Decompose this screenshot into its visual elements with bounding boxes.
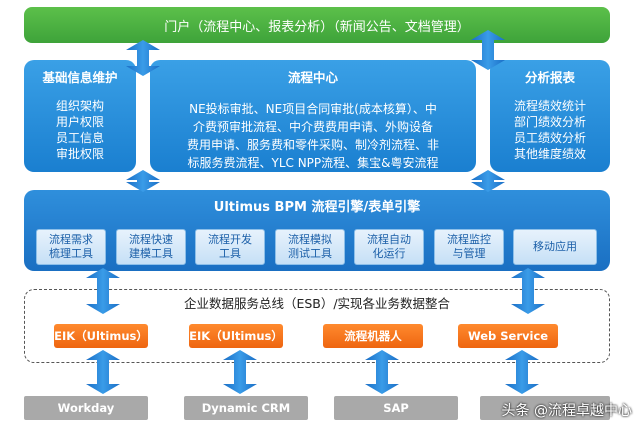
portal-label: 门户（流程中心、报表分析）（新闻公告、文档管理） xyxy=(164,19,470,35)
basic-info-line: 用户权限 xyxy=(55,115,104,129)
double-arrow-icon xyxy=(86,268,120,314)
adapter-process-robot: 流程机器人 xyxy=(323,324,423,348)
double-arrow-icon xyxy=(505,350,539,394)
adapter-eik-2: EIK（Ultimus） xyxy=(189,324,283,348)
double-arrow-icon xyxy=(126,40,160,76)
analysis-report-title: 分析报表 xyxy=(524,70,575,85)
basic-info-panel: 基础信息维护 组织架构 用户权限 员工信息 审批权限 xyxy=(24,60,136,172)
analysis-report-line: 部门绩效分析 xyxy=(513,115,586,129)
process-center-title: 流程中心 xyxy=(287,70,338,85)
process-center-line: NE投标审批、NE项目合同审批(成本核算）、中 xyxy=(189,102,437,116)
analysis-report-line: 员工绩效分析 xyxy=(513,131,586,145)
tool-development: 流程开发工具 xyxy=(195,229,265,265)
adapter-web-service: Web Service xyxy=(458,324,558,348)
analysis-report-panel: 分析报表 流程绩效统计 部门绩效分析 员工绩效分析 其他维度绩效 xyxy=(490,60,610,172)
tool-monitoring: 流程监控与管理 xyxy=(434,229,504,265)
system-dynamic-crm: Dynamic CRM xyxy=(184,396,308,420)
double-arrow-icon xyxy=(126,170,160,192)
esb-title: 企业数据服务总线（ESB）/实现各业务数据整合 xyxy=(183,296,451,311)
adapter-eik-1: EIK（Ultimus） xyxy=(54,324,148,348)
double-arrow-icon xyxy=(511,268,545,314)
tool-rapid-modeling: 流程快速建模工具 xyxy=(116,229,186,265)
double-arrow-icon xyxy=(365,350,399,394)
system-workday: Workday xyxy=(24,396,148,420)
double-arrow-icon xyxy=(471,30,505,70)
portal-bar: 门户（流程中心、报表分析）（新闻公告、文档管理） xyxy=(24,7,610,43)
analysis-report-line: 流程绩效统计 xyxy=(513,99,586,113)
esb-box xyxy=(24,289,610,363)
basic-info-title: 基础信息维护 xyxy=(42,70,118,85)
analysis-report-line: 其他维度绩效 xyxy=(513,147,586,161)
process-center-line: 标服务费流程、YLC NPP流程、集宝&粤安流程 xyxy=(187,156,439,170)
process-center-line: 费用申请、服务费和零件采购、制冷剂流程、非 xyxy=(186,138,439,152)
tool-requirements: 流程需求梳理工具 xyxy=(36,229,106,265)
double-arrow-icon xyxy=(223,350,257,394)
double-arrow-icon xyxy=(86,350,120,394)
bpm-engine-title: Ultimus BPM 流程引擎/表单引擎 xyxy=(213,200,421,215)
tool-simulation: 流程模拟测试工具 xyxy=(275,229,345,265)
process-center-panel: 流程中心 NE投标审批、NE项目合同审批(成本核算）、中 介费预审批流程、中介费… xyxy=(150,60,476,172)
basic-info-line: 组织架构 xyxy=(55,99,104,113)
basic-info-line: 员工信息 xyxy=(55,131,104,145)
system-sap: SAP xyxy=(334,396,458,420)
basic-info-line: 审批权限 xyxy=(55,147,104,161)
tool-mobile-app: 移动应用 xyxy=(513,229,597,265)
double-arrow-icon xyxy=(471,170,505,192)
tool-automation: 流程自动化运行 xyxy=(354,229,424,265)
system-unnamed xyxy=(480,396,610,420)
process-center-line: 介费预审批流程、中介费费用申请、外购设备 xyxy=(192,120,433,134)
watermark: 头条 @流程卓越中心 xyxy=(501,403,632,419)
